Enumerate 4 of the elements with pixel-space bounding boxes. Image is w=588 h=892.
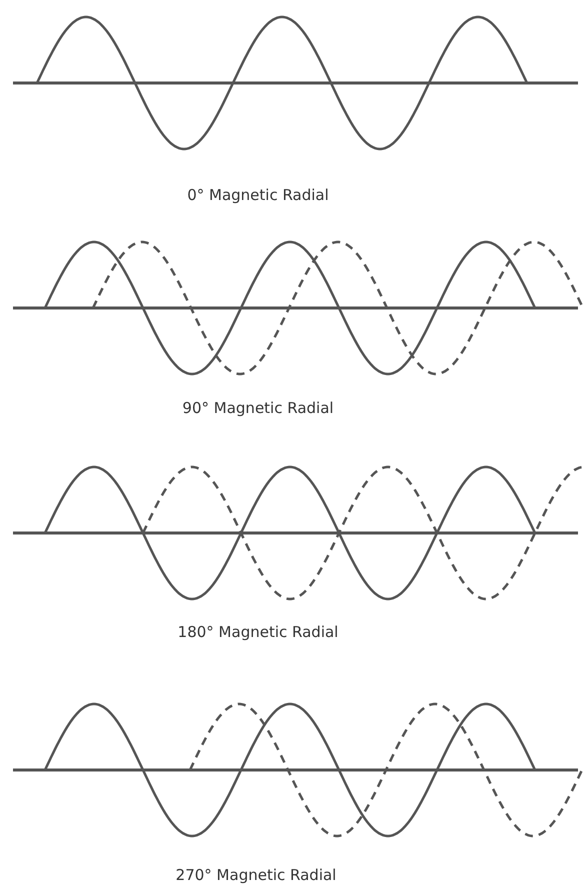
radial-caption: 0° Magnetic Radial <box>187 186 329 204</box>
radial-caption: 90° Magnetic Radial <box>182 399 334 417</box>
radial-caption: 270° Magnetic Radial <box>176 866 336 884</box>
radial-caption: 180° Magnetic Radial <box>178 623 338 641</box>
